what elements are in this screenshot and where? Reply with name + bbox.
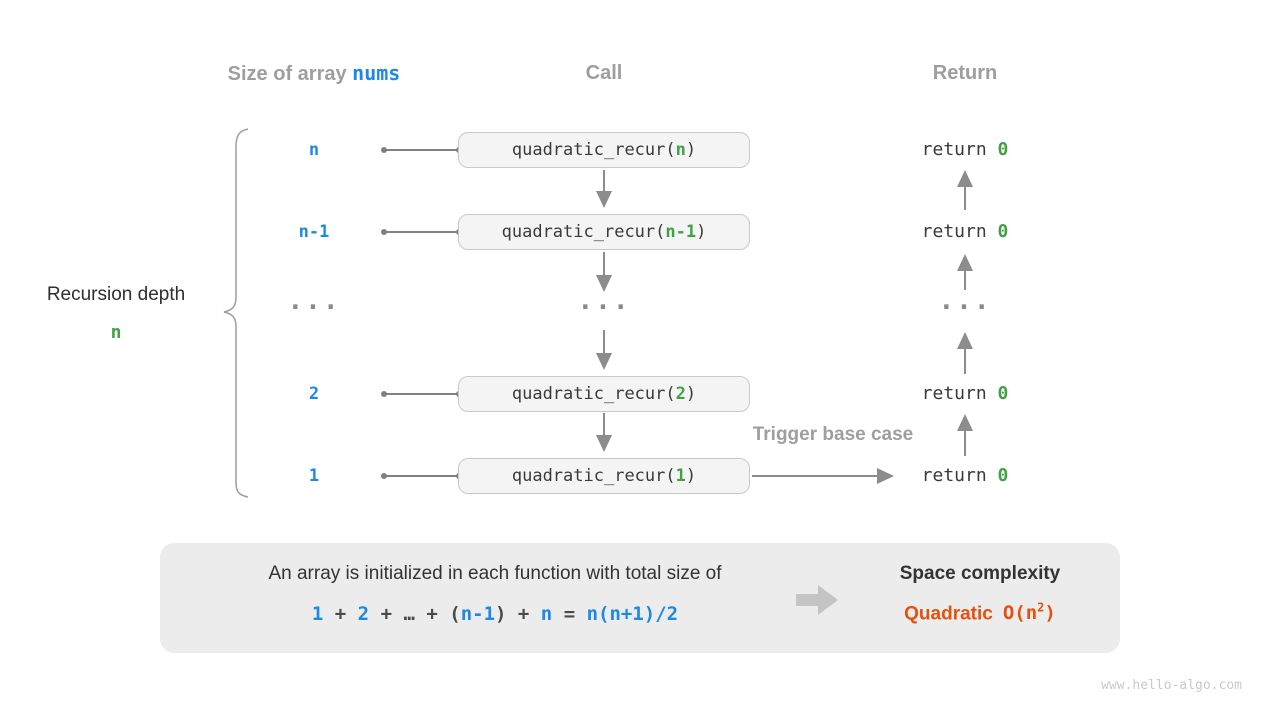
call-code-close: ): [696, 222, 707, 242]
return-value: 0: [997, 383, 1009, 404]
call-arg: n-1: [665, 222, 697, 242]
formula-equals: =: [552, 603, 587, 625]
return-keyword: return: [921, 383, 998, 404]
size-header-label: Size of array: [227, 63, 353, 85]
return-value: 0: [997, 139, 1009, 160]
return-label-1: return 0: [865, 464, 1065, 488]
big-o-suffix: ): [1044, 602, 1056, 625]
formula-paren: ): [495, 603, 507, 625]
implies-arrow-icon: [796, 585, 838, 615]
formula-ellipsis: …: [403, 603, 415, 625]
column-header-return: Return: [932, 62, 998, 84]
formula-term: n-1: [460, 603, 496, 625]
call-code-close: ): [685, 384, 697, 404]
watermark: www.hello-algo.com: [1101, 678, 1242, 693]
formula-term: n: [540, 603, 553, 625]
recursion-depth-label: Recursion depth: [46, 284, 186, 305]
call-box-n-1: quadratic_recur(n-1): [458, 214, 750, 250]
return-label-2: return 0: [865, 382, 1065, 406]
formula-result: n(n+1)/2: [586, 603, 679, 625]
connector-line: [381, 147, 462, 479]
call-box-2: quadratic_recur(2): [458, 376, 750, 412]
size-label-n-1: n-1: [298, 222, 330, 242]
size-label-1: 1: [308, 466, 320, 486]
summary-panel: An array is initialized in each function…: [160, 543, 1120, 653]
formula-op: +: [323, 603, 358, 625]
return-keyword: return: [921, 221, 998, 242]
size-label-n: n: [308, 140, 320, 160]
return-value: 0: [997, 465, 1009, 486]
column-header-call: Call: [585, 62, 623, 84]
size-header-code: nums: [352, 61, 401, 85]
formula-op: +: [506, 603, 541, 625]
big-o-notation: O(n2): [1002, 601, 1056, 625]
space-complexity-title: Space complexity: [899, 563, 1061, 584]
call-code: quadratic_recur(: [511, 384, 676, 404]
size-label-2: 2: [308, 384, 320, 404]
call-code: quadratic_recur(: [511, 140, 676, 160]
call-box-n: quadratic_recur(n): [458, 132, 750, 168]
return-label-n-1: return 0: [865, 220, 1065, 244]
column-header-size: Size of array nums: [164, 60, 464, 86]
call-code-close: ): [685, 140, 697, 160]
ellipsis-call-column: ...: [577, 286, 631, 316]
call-code: quadratic_recur(: [501, 222, 666, 242]
call-arg: n: [675, 140, 686, 160]
trigger-base-case-label: Trigger base case: [752, 424, 914, 445]
return-keyword: return: [921, 465, 998, 486]
recursion-depth-brace: [223, 128, 249, 498]
formula-term: 2: [357, 603, 370, 625]
summary-formula: 1 + 2 + … + (n-1) + n = n(n+1)/2: [180, 603, 810, 625]
recursion-depth-value: n: [110, 322, 122, 343]
big-o-exponent: 2: [1037, 601, 1045, 615]
summary-sentence: An array is initialized in each function…: [268, 563, 722, 584]
call-code: quadratic_recur(: [511, 466, 676, 486]
formula-term: 1: [311, 603, 324, 625]
ellipsis-return-column: ...: [938, 286, 992, 316]
return-keyword: return: [921, 139, 998, 160]
call-arg: 1: [675, 466, 686, 486]
formula-op: +: [369, 603, 404, 625]
return-value: 0: [997, 221, 1009, 242]
formula-paren: (: [449, 603, 461, 625]
space-complexity-value: Quadratic O(n2): [840, 601, 1120, 625]
return-label-n: return 0: [865, 138, 1065, 162]
call-box-1: quadratic_recur(1): [458, 458, 750, 494]
ellipsis-size-column: ...: [287, 286, 341, 316]
big-o-prefix: O(n: [1002, 602, 1038, 625]
formula-op: +: [414, 603, 450, 625]
call-code-close: ): [685, 466, 697, 486]
complexity-name: Quadratic: [904, 603, 993, 625]
call-arg: 2: [675, 384, 686, 404]
